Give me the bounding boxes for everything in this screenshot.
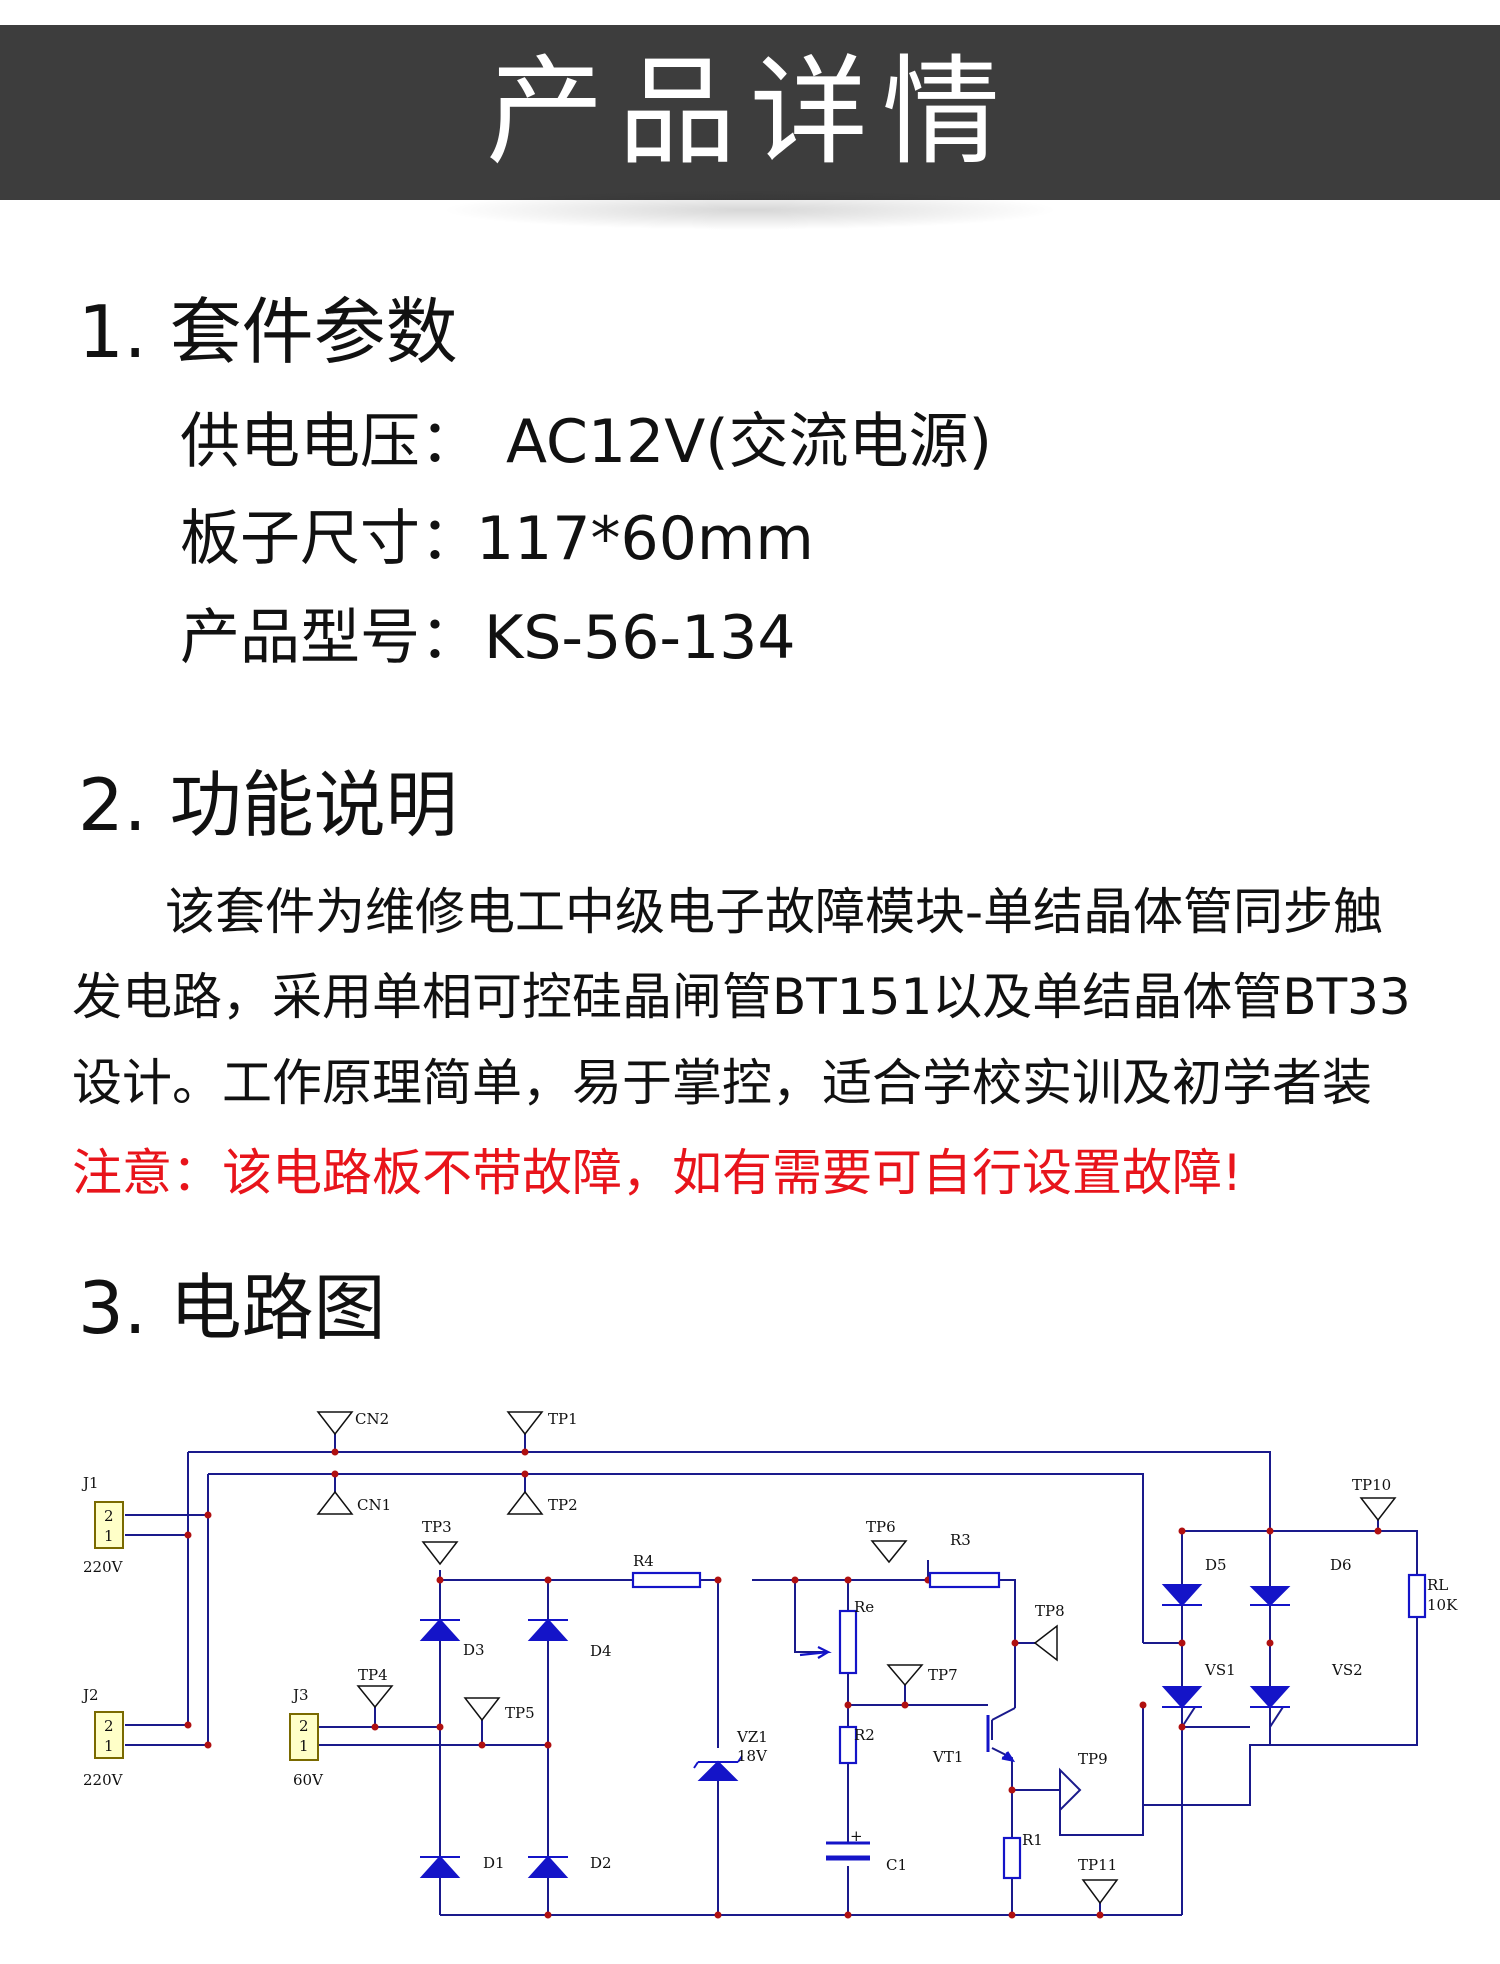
label-d6: D6 <box>1330 1556 1352 1574</box>
label-d1: D1 <box>483 1854 505 1872</box>
label-tp7: TP7 <box>928 1666 958 1684</box>
label-j2-voltage: 220V <box>83 1771 124 1789</box>
label-d5: D5 <box>1205 1556 1227 1574</box>
section3-heading: 3. 电路图 <box>78 1266 386 1350</box>
label-tp3: TP3 <box>422 1518 452 1536</box>
label-j3: J3 <box>291 1686 309 1704</box>
capacitor <box>826 1841 870 1861</box>
label-d4: D4 <box>590 1642 612 1660</box>
diagram-labels: J1 2 1 220V J2 2 1 220V J3 2 1 60V CN2 C… <box>81 1410 1458 1874</box>
test-points <box>316 1411 1397 1905</box>
label-d3: D3 <box>463 1641 485 1659</box>
label-tp8: TP8 <box>1035 1602 1065 1620</box>
label-c1-plus: + <box>850 1827 863 1845</box>
label-j3-pin1: 1 <box>299 1737 309 1755</box>
label-vt1: VT1 <box>932 1748 963 1766</box>
spec-label: 板子尺寸： <box>180 504 480 574</box>
label-tp4: TP4 <box>358 1666 388 1684</box>
description-line-3: 设计。工作原理简单，易于掌控，适合学校实训及初学者装 <box>72 1054 1372 1112</box>
label-j2: J2 <box>81 1686 99 1704</box>
diodes <box>419 1584 1291 1878</box>
label-cn2: CN2 <box>355 1410 389 1428</box>
spec-row-model: 产品型号：KS-56-134 <box>180 602 796 674</box>
label-tp9: TP9 <box>1078 1750 1108 1768</box>
label-r4: R4 <box>633 1552 654 1570</box>
label-j2-pin2: 2 <box>104 1717 114 1735</box>
banner-shadow <box>440 190 1060 230</box>
section2-heading: 2. 功能说明 <box>78 763 458 847</box>
label-r2: R2 <box>854 1726 875 1744</box>
label-j1: J1 <box>81 1474 99 1492</box>
label-tp2: TP2 <box>548 1496 578 1514</box>
label-j2-pin1: 1 <box>104 1737 114 1755</box>
connectors <box>94 1501 319 1761</box>
spec-row-size: 板子尺寸：117*60mm <box>180 503 814 575</box>
label-re: Re <box>854 1598 874 1616</box>
label-r3: R3 <box>950 1531 971 1549</box>
label-tp1: TP1 <box>548 1410 578 1428</box>
label-j1-pin1: 1 <box>104 1527 114 1545</box>
notice-text: 注意：该电路板不带故障，如有需要可自行设置故障! <box>72 1144 1243 1202</box>
label-j3-pin2: 2 <box>299 1717 309 1735</box>
label-vz1: VZ1 <box>736 1728 768 1746</box>
label-j1-pin2: 2 <box>104 1507 114 1525</box>
description-line-1: 该套件为维修电工中级电子故障模块-单结晶体管同步触 <box>165 883 1384 941</box>
label-rl-value: 10K <box>1427 1596 1458 1614</box>
label-rl: RL <box>1427 1576 1448 1594</box>
label-j3-voltage: 60V <box>293 1771 324 1789</box>
label-c1: C1 <box>886 1856 907 1874</box>
title-banner: 产品详情 <box>0 25 1500 200</box>
label-tp10: TP10 <box>1352 1476 1391 1494</box>
banner-title: 产品详情 <box>485 43 1014 181</box>
spec-value: KS-56-134 <box>484 603 796 673</box>
section1-heading: 1. 套件参数 <box>78 290 458 374</box>
label-r1: R1 <box>1022 1831 1043 1849</box>
description-line-2: 发电路，采用单相可控硅晶闸管BT151以及单结晶体管BT33 <box>72 968 1411 1026</box>
label-vz1-voltage: 18V <box>737 1747 768 1765</box>
label-tp11: TP11 <box>1078 1856 1117 1874</box>
label-tp5: TP5 <box>505 1704 535 1722</box>
spec-label: 供电电压： <box>180 407 480 477</box>
spec-value: 117*60mm <box>476 504 814 574</box>
spec-row-voltage: 供电电压： AC12V(交流电源) <box>180 406 992 478</box>
label-vs2: VS2 <box>1331 1661 1363 1679</box>
resistors <box>631 1571 1427 1880</box>
label-d2: D2 <box>590 1854 612 1872</box>
spec-label: 产品型号： <box>180 603 480 673</box>
spec-value: AC12V(交流电源) <box>506 407 993 477</box>
label-tp6: TP6 <box>866 1518 896 1536</box>
label-cn1: CN1 <box>357 1496 391 1514</box>
label-j1-voltage: 220V <box>83 1558 124 1576</box>
label-vs1: VS1 <box>1204 1661 1236 1679</box>
transistor <box>986 1715 1016 1763</box>
circuit-diagram: J1 2 1 220V J2 2 1 220V J3 2 1 60V CN2 C… <box>81 1410 1458 1919</box>
junctions <box>184 1448 1382 1919</box>
